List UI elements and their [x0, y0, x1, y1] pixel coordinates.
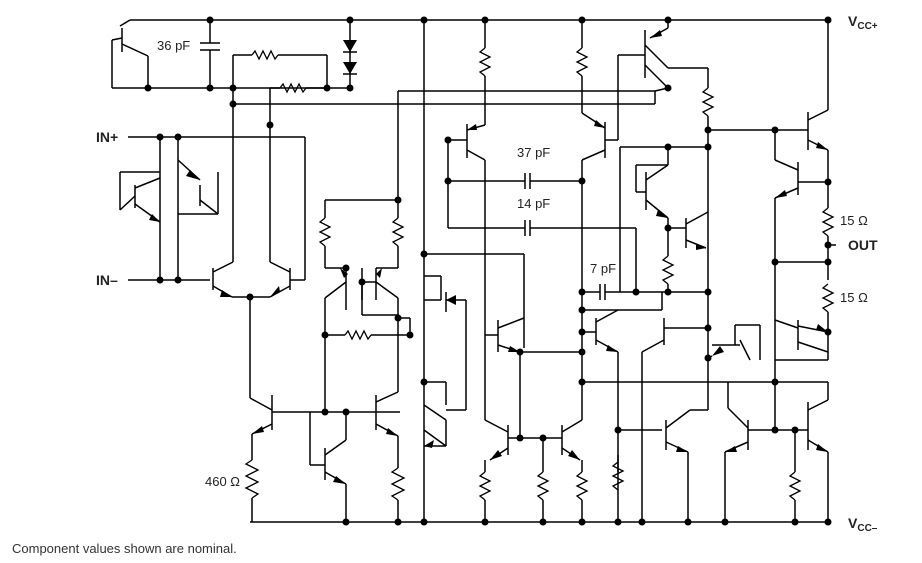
res-15-bottom-label: 15 Ω: [840, 290, 868, 305]
cap-37pf-label: 37 pF: [517, 145, 550, 160]
cap-36pf-label: 36 pF: [157, 38, 190, 53]
in-plus-label: IN+: [96, 129, 118, 145]
middle-column: [423, 20, 525, 522]
right-center-stage: [582, 284, 775, 522]
junction-dots: [144, 16, 832, 526]
top-left-network: [111, 19, 655, 125]
vcc-plus-label: VCC+: [848, 13, 878, 32]
current-mirror-left: [244, 391, 406, 522]
cap-7pf-label: 7 pF: [590, 261, 616, 276]
footnote: Component values shown are nominal.: [12, 541, 237, 556]
res-15-top-label: 15 Ω: [840, 213, 868, 228]
out-label: OUT: [848, 237, 878, 253]
cap-14pf-label: 14 pF: [517, 196, 550, 211]
right-upper-stage: [618, 20, 808, 410]
output-stage: [707, 20, 836, 522]
vcc-minus-label: VCC–: [848, 515, 878, 534]
in-minus-label: IN–: [96, 272, 118, 288]
res-460-label: 460 Ω: [205, 474, 240, 489]
input-stage: [119, 104, 306, 398]
